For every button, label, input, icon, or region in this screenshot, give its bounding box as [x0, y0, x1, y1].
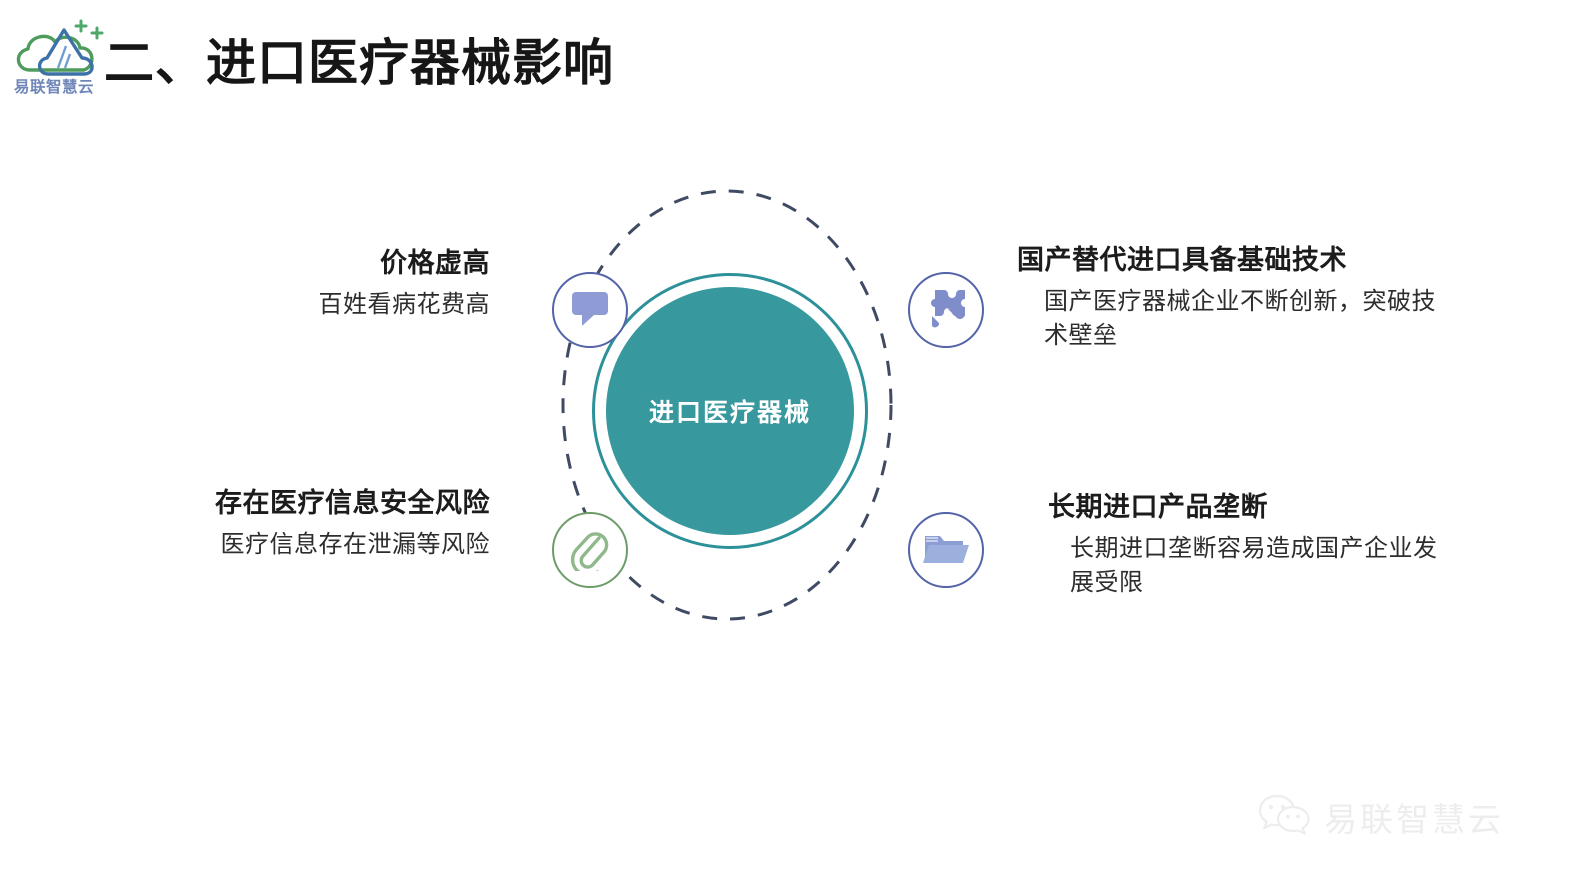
node-bubble-domestic-substitution[interactable]	[908, 272, 984, 348]
node-title: 长期进口产品垄断	[1048, 492, 1268, 522]
node-description: 国产医疗器械企业不断创新，突破技术壁垒	[1044, 288, 1436, 350]
impact-diagram: 进口医疗器械	[520, 165, 1040, 665]
node-title: 存在医疗信息安全风险	[215, 488, 490, 518]
svg-text:易联智慧云: 易联智慧云	[14, 77, 94, 96]
node-bubble-import-monopoly[interactable]	[908, 512, 984, 588]
wechat-icon	[1258, 792, 1312, 841]
wechat-watermark: 易联智慧云	[1258, 792, 1504, 841]
center-disc	[606, 287, 854, 535]
paperclip-icon	[569, 525, 611, 577]
node-text-domestic-substitution: 国产替代进口具备基础技术 国产医疗器械企业不断创新，突破技术壁垒	[1017, 243, 1442, 353]
speech-bubble-icon	[569, 288, 611, 333]
watermark-label: 易联智慧云	[1324, 800, 1504, 838]
center-outer-ring	[592, 273, 868, 549]
dashed-orbit-circle	[561, 189, 893, 621]
center-label: 进口医疗器械	[648, 399, 811, 427]
yilian-smart-cloud-logo: 易联智慧云	[8, 8, 126, 96]
node-description: 百姓看病花费高	[318, 291, 490, 319]
node-bubble-price-inflated[interactable]	[552, 272, 628, 348]
node-text-price-inflated: 价格虚高 百姓看病花费高	[180, 246, 490, 322]
node-title: 价格虚高	[380, 248, 490, 278]
open-folder-icon	[923, 529, 969, 572]
node-title: 国产替代进口具备基础技术	[1017, 245, 1347, 275]
puzzle-piece-icon	[923, 286, 969, 335]
node-description: 长期进口垄断容易造成国产企业发展受限	[1070, 535, 1438, 597]
node-description: 医疗信息存在泄漏等风险	[220, 531, 490, 559]
node-bubble-information-security-risk[interactable]	[552, 512, 628, 588]
page-title: 二、进口医疗器械影响	[104, 35, 614, 91]
slide-header: 易联智慧云 二、进口医疗器械影响	[0, 0, 1587, 120]
node-text-information-security-risk: 存在医疗信息安全风险 医疗信息存在泄漏等风险	[100, 486, 490, 562]
node-text-import-monopoly: 长期进口产品垄断 长期进口垄断容易造成国产企业发展受限	[1048, 490, 1448, 600]
